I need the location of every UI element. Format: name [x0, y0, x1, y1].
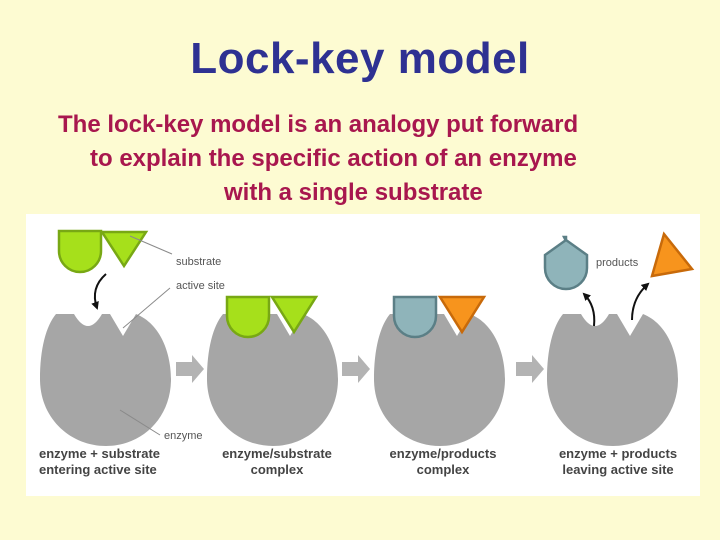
- stage-4-caption-line-2: leaving active site: [562, 462, 673, 477]
- stage-3-caption-line-1: enzyme/products: [390, 446, 497, 461]
- diagram-svg: substrate active site enzyme products en…: [39, 229, 695, 477]
- product-semicircle-shape: [392, 295, 438, 339]
- enzyme-shape: [40, 314, 171, 446]
- stage-2-caption-line-1: enzyme/substrate: [222, 446, 332, 461]
- leaving-arrow-left: [582, 292, 596, 327]
- substrate-triangle-shape: [99, 230, 149, 269]
- product-triangle-shape: [437, 295, 487, 335]
- active-site-label: active site: [176, 280, 225, 292]
- enzyme-shape: [374, 314, 505, 446]
- stage-4-caption-line-1: enzyme + products: [559, 446, 677, 461]
- product-round-shape: [543, 235, 589, 291]
- active-site-pointer-line: [122, 287, 171, 329]
- entering-arrow: [91, 273, 107, 310]
- stage-arrow-2: [342, 355, 370, 383]
- stage-arrow-1: [176, 355, 204, 383]
- substrate-pointer-line: [129, 235, 173, 255]
- subtitle-line-2: to explain the specific action of an enz…: [90, 145, 577, 172]
- stage-2-caption-line-2: complex: [251, 462, 305, 477]
- stage-1-caption-line-2: entering active site: [39, 462, 157, 477]
- product-triangle-shape: [650, 231, 695, 278]
- products-label: products: [596, 257, 639, 269]
- stage-1-caption-line-1: enzyme + substrate: [39, 446, 160, 461]
- leaving-arrow-right: [631, 282, 650, 321]
- slide-subtitle: The lock-key model is an analogy put for…: [40, 108, 680, 210]
- stage-arrow-3: [516, 355, 544, 383]
- substrate-semicircle-shape: [57, 229, 103, 274]
- enzyme-shape: [547, 314, 678, 446]
- subtitle-line-3: with a single substrate: [224, 179, 483, 206]
- enzyme-pointer-line: [119, 409, 161, 436]
- substrate-label: substrate: [176, 256, 221, 268]
- substrate-semicircle-shape: [225, 295, 271, 339]
- lock-key-diagram: substrate active site enzyme products en…: [26, 214, 700, 496]
- substrate-triangle-shape: [269, 295, 319, 335]
- slide-title: Lock-key model: [190, 34, 530, 83]
- enzyme-label: enzyme: [164, 430, 203, 442]
- subtitle-line-1: The lock-key model is an analogy put for…: [58, 111, 579, 138]
- stage-3-caption-line-2: complex: [417, 462, 471, 477]
- enzyme-shape: [207, 314, 338, 446]
